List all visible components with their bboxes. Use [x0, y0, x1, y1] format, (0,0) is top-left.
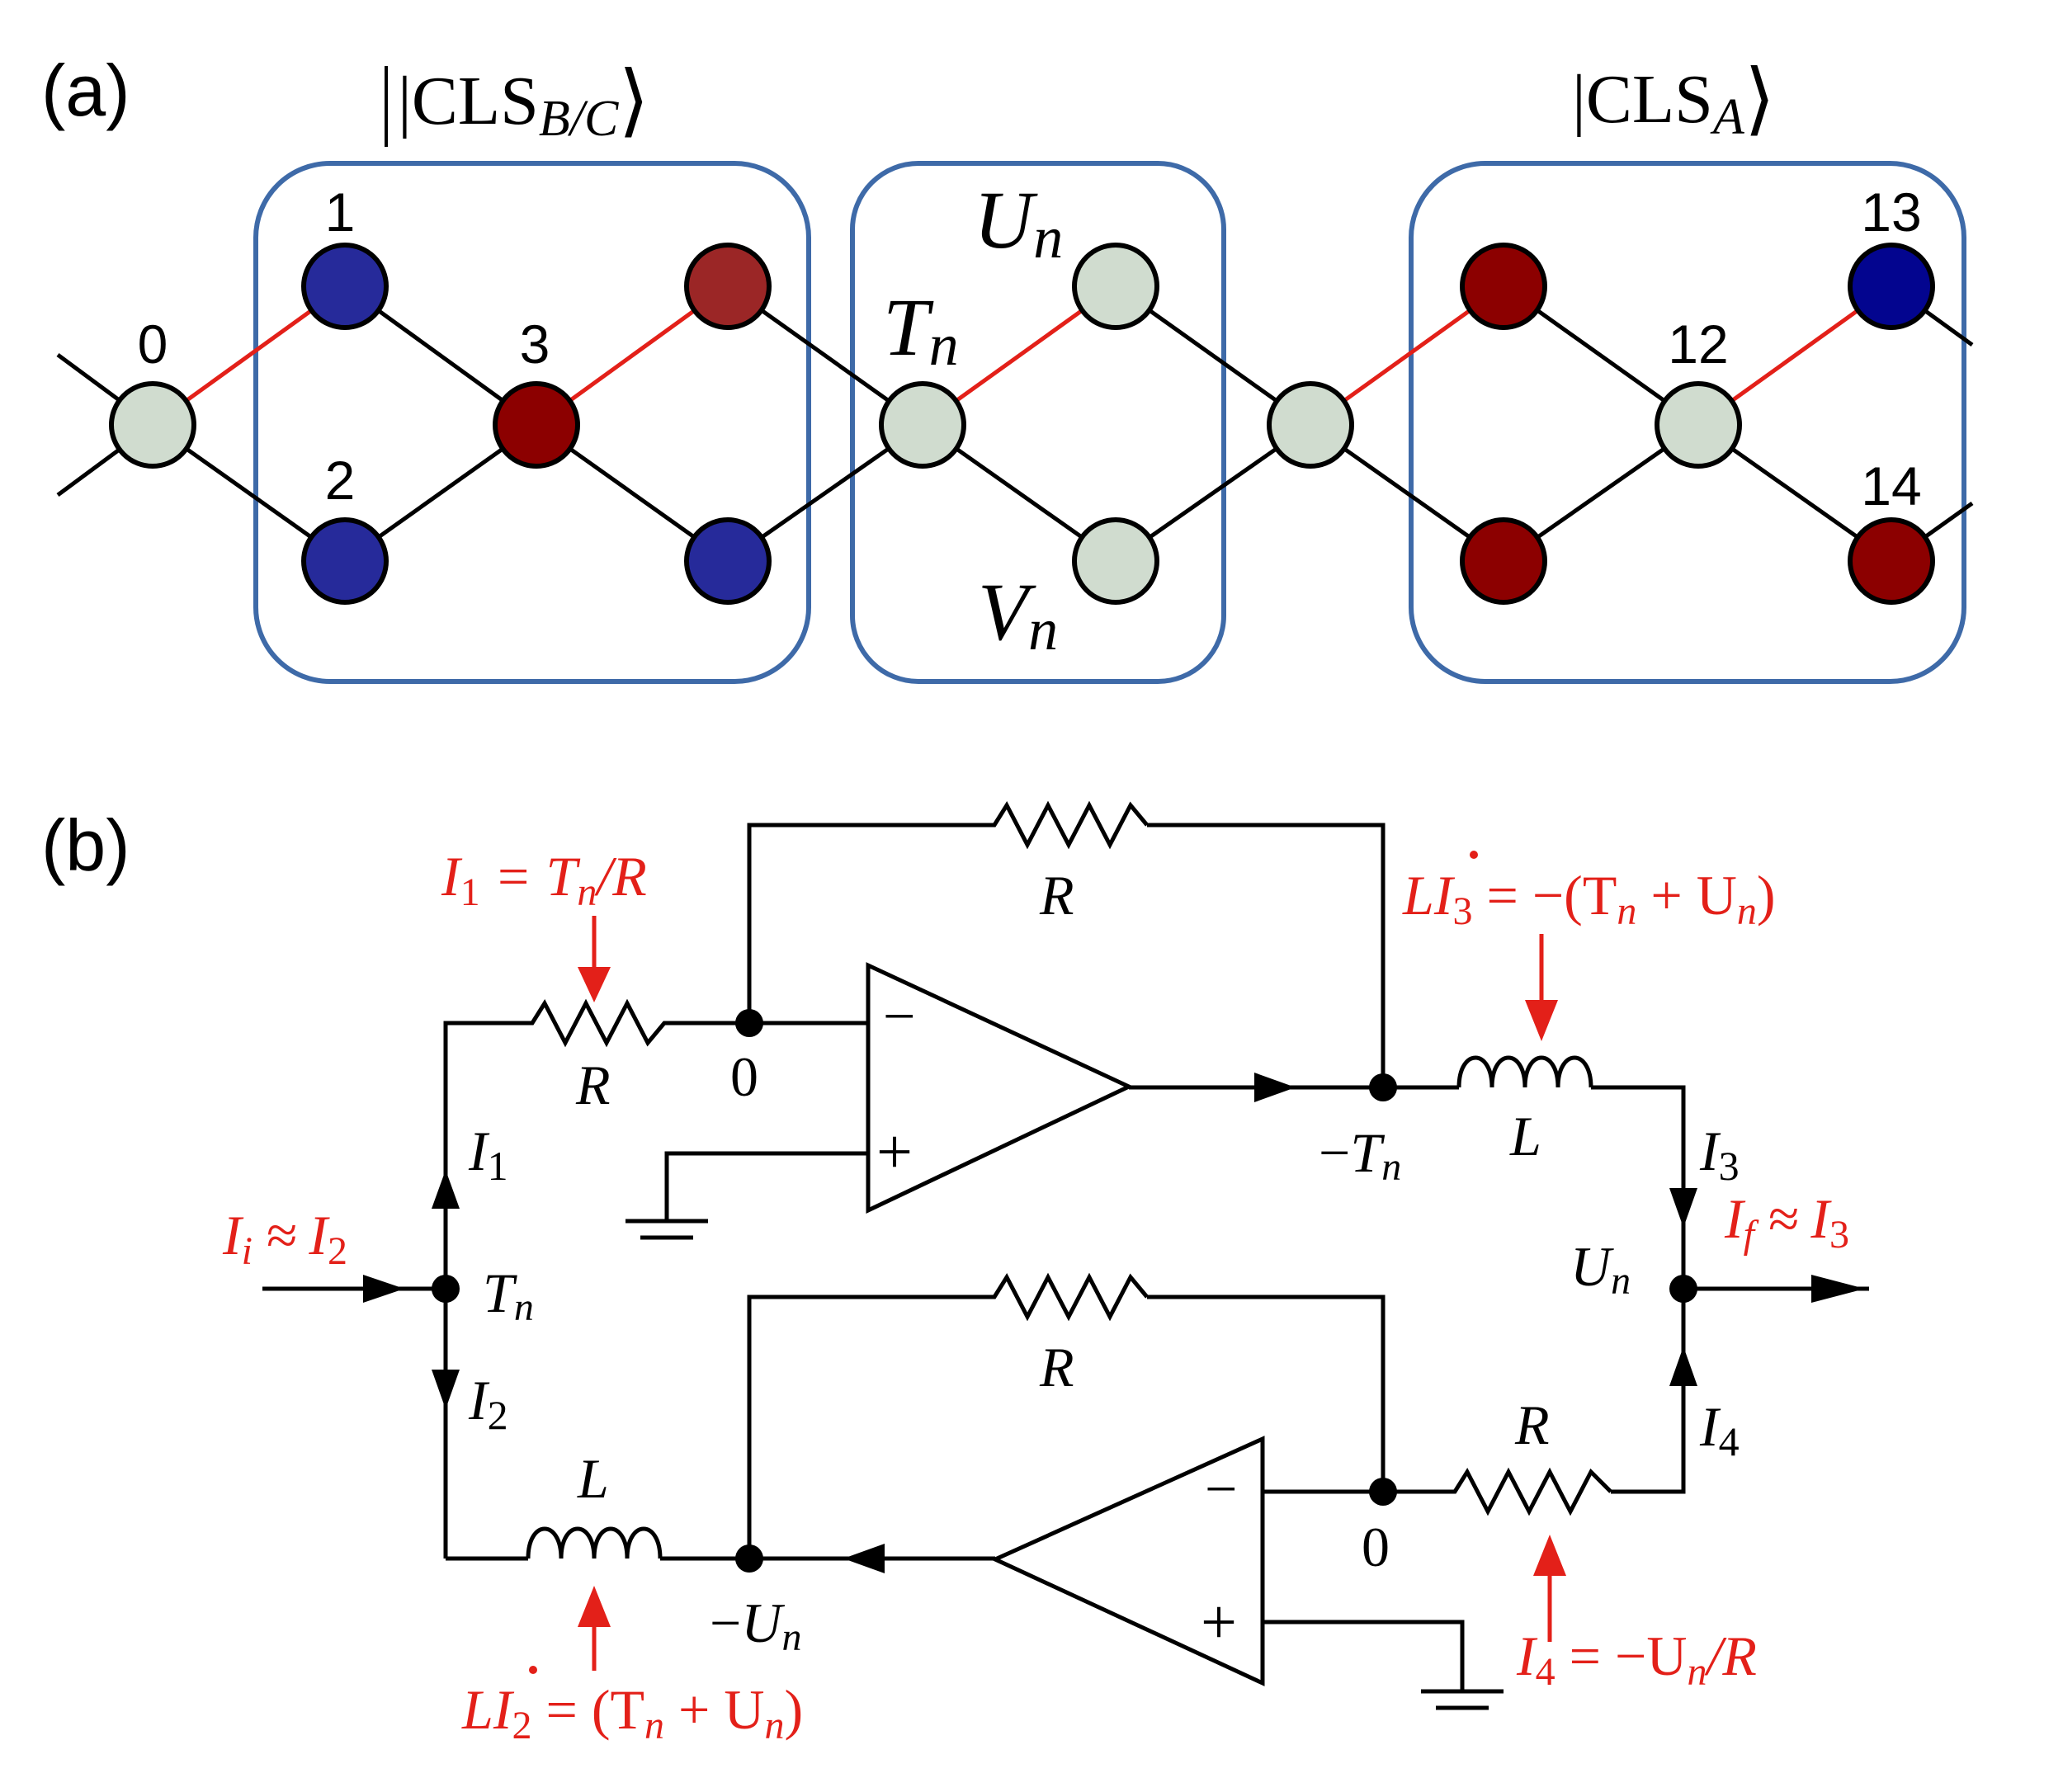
svg-text:|CLSA⟩: |CLSA⟩: [1572, 54, 1775, 145]
label-R-output: R: [1514, 1394, 1550, 1456]
node-V: [1072, 517, 1159, 605]
label-R-bottom-feedback: R: [1039, 1336, 1074, 1398]
node-T: [879, 381, 966, 469]
annot-LI2-eq: LI2 = (Tn + Un): [461, 1678, 803, 1747]
node-12: [1655, 381, 1742, 469]
lattice-nodes: [109, 243, 1935, 605]
node-0: [109, 381, 196, 469]
node-14: [1848, 517, 1935, 605]
middle-cell-box: [850, 161, 1226, 684]
node-9: [1267, 381, 1354, 469]
label-L-top: L: [1509, 1105, 1541, 1167]
node-2: [301, 517, 389, 605]
resistor-bottom-feedback: [982, 1272, 1149, 1322]
annot-Ii-approx: Ii ≈I2: [222, 1204, 347, 1273]
label-node-zero-bottom: 0: [1362, 1516, 1390, 1578]
inductor-top: [1456, 1055, 1593, 1088]
svg-text:|CLSB/C⟩: |CLSB/C⟩: [398, 56, 649, 147]
lattice-red-bonds: [151, 284, 1893, 427]
label-I2: I2: [468, 1369, 508, 1438]
label-node-zero-top: 0: [730, 1045, 758, 1108]
annot-LI3-dot: [1470, 851, 1478, 859]
annot-If-approx: If ≈I3: [1724, 1187, 1849, 1257]
var-U-n: Un: [974, 174, 1063, 271]
label-I3: I3: [1699, 1120, 1740, 1189]
top-opamp-plus: +: [876, 1115, 913, 1187]
var-V-n: Vn: [978, 566, 1058, 663]
annot-LI2-dot: [529, 1666, 537, 1674]
node-label-14: 14: [1861, 455, 1921, 516]
inductor-bottom: [526, 1526, 663, 1559]
var-T-n: Tn: [883, 281, 959, 378]
panel-b-label: (b): [41, 804, 130, 886]
annot-I1-eq: I1 = Tn/R: [441, 845, 647, 914]
annotation-arrows: [578, 916, 1566, 1671]
node-13: [1848, 243, 1935, 330]
top-opamp: [866, 962, 1134, 1214]
node-label-12: 12: [1668, 314, 1728, 375]
label-minus-U-n: −Un: [710, 1592, 801, 1659]
cls-a-box: [1409, 161, 1966, 684]
annot-I4-eq: I4 = −Un/R: [1516, 1625, 1757, 1694]
node-label-13: 13: [1861, 182, 1921, 243]
node-label-3: 3: [520, 314, 550, 375]
ground-bottom: [1421, 1689, 1504, 1710]
node-10: [1460, 243, 1547, 330]
current-arrows: [363, 1073, 1865, 1573]
top-opamp-minus: −: [883, 985, 915, 1049]
node-1: [301, 243, 389, 330]
cls-bc-label: |CLSB/C⟩: [385, 56, 649, 147]
label-I4: I4: [1699, 1395, 1740, 1464]
cls-a-label: |CLSA⟩: [1572, 54, 1775, 145]
junction-dots: [432, 1009, 1697, 1573]
bottom-opamp-plus: +: [1201, 1586, 1237, 1658]
node-label-2: 2: [325, 450, 356, 511]
resistor-input: [520, 998, 685, 1048]
circuit-wires: [262, 823, 1869, 1691]
node-U: [1072, 243, 1159, 330]
node-11: [1460, 517, 1547, 605]
annot-LI3-eq: LI3 = −(Tn + Un): [1402, 864, 1776, 933]
label-U-n-node: Un: [1570, 1235, 1631, 1303]
node-3: [493, 381, 580, 469]
panel-a-label: (a): [41, 50, 130, 131]
label-L-bottom: L: [577, 1447, 609, 1510]
node-5: [684, 517, 772, 605]
label-I1: I1: [468, 1120, 508, 1189]
label-R-input: R: [575, 1054, 611, 1116]
resistor-output: [1442, 1467, 1612, 1516]
cls-bc-box: [253, 161, 811, 684]
node-4: [684, 243, 772, 330]
ground-top: [626, 1219, 708, 1240]
bottom-opamp-minus: −: [1205, 1458, 1237, 1521]
node-label-0: 0: [138, 314, 168, 375]
resistor-top-feedback: [982, 800, 1149, 850]
label-T-n-node: Tn: [483, 1261, 534, 1329]
bottom-opamp: [989, 1436, 1265, 1686]
label-R-top-feedback: R: [1039, 864, 1074, 927]
label-minus-T-n: −Tn: [1319, 1121, 1401, 1189]
node-label-1: 1: [325, 182, 356, 243]
